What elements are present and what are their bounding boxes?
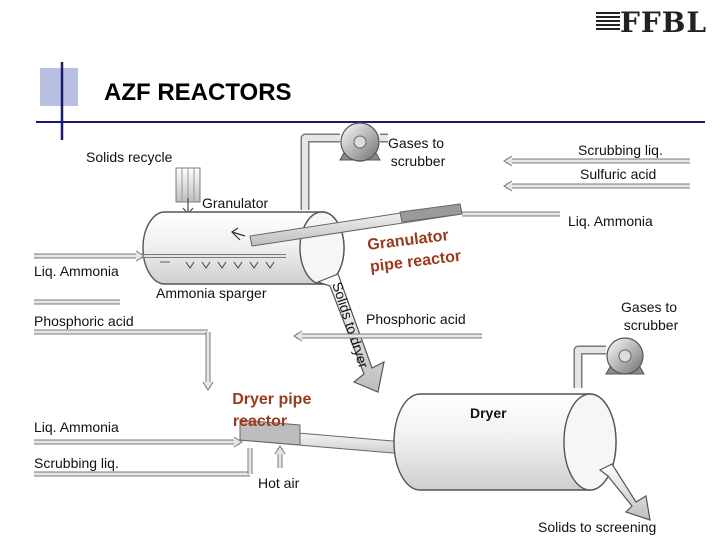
logo-text: FFBL (620, 6, 707, 39)
granulator-pipe-reactor-label: Granulator pipe reactor (366, 226, 462, 276)
sulfuric-acid-line (503, 180, 690, 192)
top-gas-fan-icon (339, 122, 381, 162)
scrubbing-liq-top-line (503, 155, 690, 167)
solids-recycle-chute (175, 167, 201, 216)
solids-to-screening-arrow (598, 463, 651, 521)
title-accent-box (40, 68, 78, 106)
granulator-drum (142, 211, 345, 285)
hot-air-line (274, 445, 286, 468)
liq-ammonia-left-line (34, 250, 145, 262)
granulator-pipe-reactor (249, 203, 463, 247)
scrubbing-liq-bottom-line (34, 448, 253, 477)
gases-to-scrubber-top-label: Gases to scrubber (388, 135, 448, 169)
liq-ammonia-bottom-label: Liq. Ammonia (34, 419, 119, 435)
liq-ammonia-left-label: Liq. Ammonia (34, 263, 119, 279)
scrubbing-liq-bottom-label: Scrubbing liq. (34, 455, 119, 471)
dryer-drum (393, 393, 617, 491)
solids-to-dryer-arrow (316, 273, 385, 393)
title-decoration (36, 62, 705, 140)
sparger-nozzles-icon (185, 261, 275, 269)
solids-recycle-label: Solids recycle (86, 149, 173, 165)
solids-to-screening-label: Solids to screening (538, 519, 656, 535)
phosphoric-acid-left-label: Phosphoric acid (34, 313, 134, 329)
logo-stripes-icon (596, 12, 620, 30)
ammonia-sparger-label: Ammonia sparger (156, 285, 267, 301)
right-gas-fan-icon (605, 337, 645, 375)
liq-ammonia-bottom-line (34, 436, 243, 448)
top-gas-line (300, 133, 388, 210)
ammonia-sparger (142, 254, 286, 269)
liq-ammonia-right-label: Liq. Ammonia (568, 213, 653, 229)
granulator-label: Granulator (202, 195, 268, 211)
right-gas-line (573, 345, 606, 388)
phosphoric-acid-mid-label: Phosphoric acid (366, 311, 466, 327)
page-title: AZF REACTORS (104, 79, 292, 106)
dryer-label: Dryer (470, 405, 507, 421)
hot-air-label: Hot air (258, 475, 300, 491)
gases-to-scrubber-right-label: Gases to scrubber (621, 299, 681, 333)
ffbl-logo: FFBL (596, 6, 707, 39)
dryer-feed-line (34, 329, 214, 391)
sulfuric-acid-label: Sulfuric acid (580, 166, 656, 182)
granulator-flow-arrow-icon (231, 227, 246, 241)
scrubbing-liq-top-label: Scrubbing liq. (578, 142, 663, 158)
phosphoric-acid-mid-line (293, 330, 482, 342)
dryer-pipe-reactor-label: Dryer pipe reactor (232, 391, 316, 430)
